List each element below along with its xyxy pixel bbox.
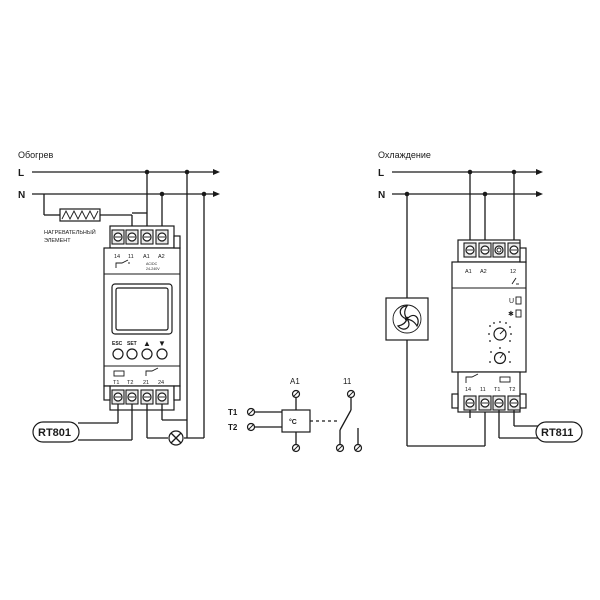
heating-bottom-terminal-screws	[111, 389, 169, 405]
hysteresis-dial[interactable]	[489, 347, 511, 365]
heating-lcd-display	[111, 283, 173, 335]
heat-bottom-terminal-t2: T2	[127, 380, 133, 386]
schem-sensor-unit: °C	[289, 418, 297, 426]
heating-sensor-label: RT801	[38, 427, 71, 439]
cooling-sensor-label: RT811	[541, 427, 573, 439]
heat-set-button[interactable]	[126, 348, 138, 360]
heat-supply-label-1: AC/DC	[146, 262, 158, 266]
cooling-line-n-label: N	[378, 190, 385, 201]
heat-button-up-label: ▲	[143, 339, 151, 348]
heating-title: Обогрев	[18, 150, 53, 160]
svg-text:U: U	[509, 298, 514, 305]
cool-bottom-terminal-14: 14	[465, 387, 471, 393]
schem-thermostat-box	[281, 409, 311, 433]
relay-symbol-icon	[115, 259, 130, 268]
heat-top-terminal-11: 11	[128, 254, 134, 260]
heating-sensor-box	[32, 421, 80, 443]
cool-top-terminal-12: 12	[510, 269, 516, 275]
switch-symbol-icon	[511, 277, 519, 285]
cool-bottom-terminal-11: 11	[480, 387, 486, 393]
cool-top-terminal-a1: A1	[465, 269, 472, 275]
cooling-sensor-wiring	[469, 410, 538, 439]
heat-esc-button[interactable]	[112, 348, 124, 360]
fan-icon	[385, 297, 429, 341]
heat-down-button[interactable]	[156, 348, 168, 360]
heating-buttons	[112, 348, 168, 360]
heater-label-line1: НАГРЕВАТЕЛЬНЫЙ	[44, 228, 96, 236]
heat-button-set-label: SET	[127, 341, 137, 347]
heat-top-terminal-a2: A2	[158, 254, 165, 260]
heating-line-n-label: N	[18, 190, 25, 201]
cooling-feed-wires	[404, 169, 517, 298]
lamp-icon	[168, 430, 184, 446]
cooling-top-terminal-screws	[463, 242, 521, 258]
cooling-line-l-label: L	[378, 168, 384, 179]
setpoint-dial[interactable]	[488, 321, 512, 342]
cooling-sensor-box	[535, 421, 583, 443]
heating-supply-lines	[32, 169, 220, 197]
heat-button-down-label: ▼	[158, 339, 166, 348]
heater-label-line2: ЭЛЕМЕНТ	[44, 238, 71, 244]
contact-symbol-icon	[113, 367, 159, 377]
heat-up-button[interactable]	[141, 348, 153, 360]
heating-sensor-wiring	[78, 404, 204, 441]
schem-t2-label: T2	[228, 423, 238, 432]
heat-supply-label-2: 24-240V	[146, 267, 160, 271]
heat-bottom-terminal-24: 24	[158, 380, 164, 386]
heat-top-terminal-a1: A1	[143, 254, 150, 260]
heat-bottom-terminal-t1: T1	[113, 380, 119, 386]
cool-bottom-terminal-t1: T1	[494, 387, 500, 393]
heat-bottom-terminal-21: 21	[143, 380, 149, 386]
schem-a1-label: A1	[290, 377, 300, 386]
schematic-wiring	[246, 389, 363, 453]
heating-line-l-label: L	[18, 168, 24, 179]
cooling-supply-lines	[392, 169, 543, 197]
heat-top-terminal-14: 14	[114, 254, 120, 260]
contact-symbol-icon-2	[465, 373, 511, 383]
heating-top-terminal-screws	[111, 229, 169, 245]
heat-button-esc-label: ESC	[112, 341, 123, 347]
status-led-icons: U ✱	[508, 296, 522, 318]
cooling-title: Охлаждение	[378, 150, 431, 160]
cool-bottom-terminal-t2: T2	[509, 387, 515, 393]
cooling-bottom-terminal-screws	[463, 395, 521, 411]
schem-t1-label: T1	[228, 408, 238, 417]
schem-11-label: 11	[343, 377, 352, 386]
cool-top-terminal-a2: A2	[480, 269, 487, 275]
svg-text:✱: ✱	[508, 310, 514, 318]
